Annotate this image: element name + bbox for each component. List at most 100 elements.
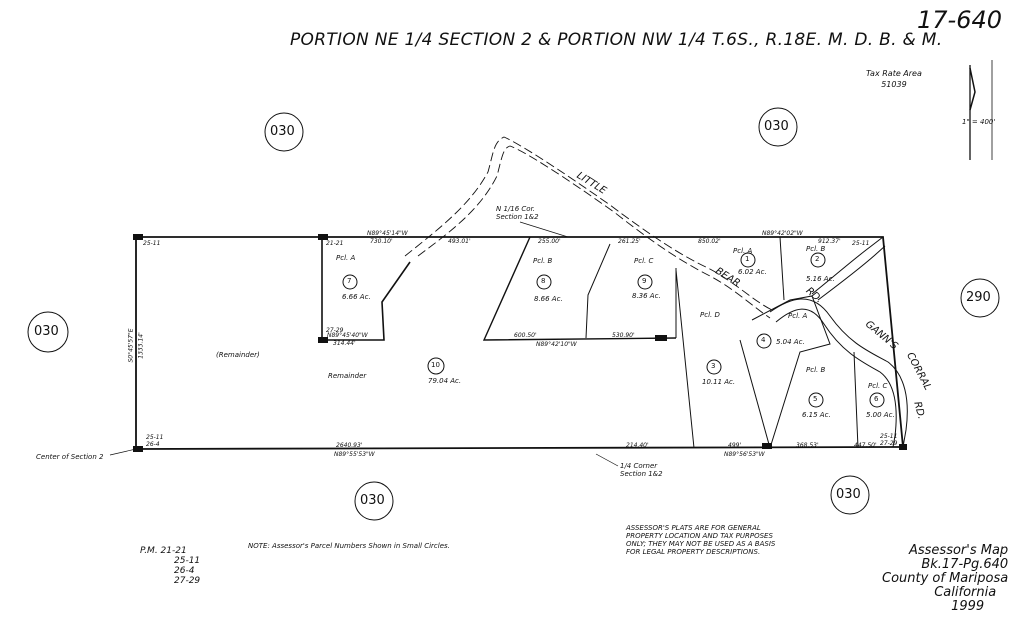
parcel-10-number: 10 [431,361,440,369]
scale-label: 1" = 400' [962,118,996,126]
book-number-w: 030 [34,324,59,339]
book-number-e: 290 [966,290,991,305]
pm-references: P.M. 21-21 25-11 26-4 27-29 [140,546,200,586]
ref-bl-1: 25-11 [146,434,164,441]
assessor-line-3: County of Mariposa [882,571,1009,586]
disclaimer-line-4: FOR LEGAL PROPERTY DESCRIPTIONS. [626,548,761,556]
dim-mid-bearing: N89°42'10"W [536,341,577,348]
little-bear-road-left [404,136,773,311]
parcel-8-pcl: Pcl. B [533,257,553,265]
dim-top-bearing: N89°45'14"W [367,230,408,237]
ref-p7-bot: 27-29 [326,327,344,334]
parcel-3-number: 3 [711,362,716,370]
dim-bottom-6: 447.50' [854,442,877,449]
parcel-d-pcl: Pcl. D [700,311,720,319]
parcel-3-acres: 10.11 Ac. [702,378,736,386]
parcel-7-acres: 6.66 Ac. [342,293,371,301]
little-bear-road-right [417,145,771,319]
rd-east-branch-edge [817,245,886,301]
parcel-5-number: 5 [813,395,818,403]
rd-east-branch [811,236,884,295]
remainder-label: (Remainder) [216,351,260,359]
disclaimer-line-1: ASSESSOR'S PLATS ARE FOR GENERAL [626,524,761,532]
ref-tr: 25-11 [852,240,870,247]
disclaimer-line-3: ONLY; THEY MAY NOT BE USED AS A BASIS [626,540,776,548]
parcel-9-acres: 8.36 Ac. [632,292,661,300]
dim-mid-3: 600.50' [514,332,537,339]
n16-corner: N 1/16 Cor. [496,205,536,213]
ref-bl-2: 26-4 [146,441,160,448]
parcel-2-acres: 5.16 Ac. [806,275,835,283]
parcel-9-number: 9 [642,277,647,285]
disclaimer-line-2: PROPERTY LOCATION AND TAX PURPOSES [626,532,773,540]
dim-bottom-bearing-2: N89°56'53"W [724,451,765,458]
map-title: PORTION NE 1/4 SECTION 2 & PORTION NW 1/… [290,30,943,50]
dim-bottom-1: 2640.93' [336,442,363,449]
parcel-4-line [751,295,831,449]
book-number-ne: 030 [764,119,789,134]
quarter-corner: 1/4 Corner [620,462,658,470]
dim-top-1: 730.10' [370,238,393,245]
assessor-line-4: California [934,585,997,600]
pm-ref-3: 26-4 [174,566,195,576]
quarter-corner-sec: Section 1&2 [620,470,663,478]
book-number-nw: 030 [270,124,295,139]
tax-rate-area: Tax Rate Area 51039 [866,68,922,90]
ref-br-1: 25-11 [880,433,898,440]
dim-mid-2: 530.90' [612,332,635,339]
ref-p7-top: 21-21 [326,240,344,247]
assessor-block: Assessor's Map Bk.17-Pg.640 County of Ma… [882,544,1008,614]
parcel-7-number: 7 [347,277,352,285]
parcel-1-2-divider [779,236,785,301]
parcel-number-note: NOTE: Assessor's Parcel Numbers Shown in… [248,542,450,550]
ref-br-2: 27-29 [880,440,898,447]
assessor-line-1: Assessor's Map [908,543,1009,558]
tax-rate-value: 51039 [881,80,907,89]
parcel-3-east [739,339,771,449]
dim-bottom-5: 368.53' [796,442,819,449]
parcel-6-number: 6 [874,395,879,403]
dim-top-2: 493.01' [448,238,471,245]
parcel-1-number: 1 [745,255,750,263]
parcel-2-number: 2 [815,255,820,263]
parcel-10-pcl: Remainder [328,372,367,380]
parcel-4-acres: 5.04 Ac. [776,338,805,346]
parcel-1-pcl: Pcl. A [733,247,753,255]
ganns-corral-road-edge [775,308,897,448]
dim-bottom-2: 214.40' [626,442,649,449]
n16-corner-sec: Section 1&2 [496,213,539,221]
dim-p7-length: 314.44' [333,340,356,347]
parcel-6-acres: 5.00 Ac. [866,411,895,419]
dim-bottom-3: 499' [728,442,742,449]
book-number-sw: 030 [360,493,385,508]
parcel-3-west [675,269,695,449]
parcel-5-pcl: Pcl. B [806,366,826,374]
dim-top-5: 850.02' [698,238,721,245]
disclaimer: ASSESSOR'S PLATS ARE FOR GENERAL PROPERT… [626,524,775,556]
parcel-8-number: 8 [541,277,546,285]
assessor-line-5: 1999 [951,599,985,614]
parcel-1-acres: 6.02 Ac. [738,268,767,276]
parcel-8-acres: 8.66 Ac. [534,295,563,303]
dim-p7-bearing: N89°45'40"W [327,332,368,339]
pm-ref-2: 25-11 [174,556,201,566]
parcel-5-6-divider [853,351,859,449]
dim-top-4: 261.25' [618,238,641,245]
center-of-section: Center of Section 2 [36,453,104,461]
parcel-6-pcl: Pcl. C [868,382,888,390]
book-number-se: 030 [836,487,861,502]
pm-ref-1: P.M. 21-21 [140,546,187,556]
dim-top-bearing-2: N89°42'02"W [762,230,803,237]
dim-left-bearing: S0°45'57"E [127,328,135,363]
map-number: 17-640 [917,6,1003,34]
parcel-8-9-divider [585,243,611,339]
ref-tl: 25-11 [143,240,161,247]
dim-left-length: 1333.14' [137,332,145,359]
parcel-7-pcl: Pcl. A [336,254,356,262]
parcel-10-acres: 79.04 Ac. [428,377,462,385]
dim-top-7: 912.37' [818,238,841,245]
pm-ref-4: 27-29 [174,576,201,586]
dim-top-3: 255.00' [538,238,561,245]
assessor-line-2: Bk.17-Pg.640 [921,557,1009,572]
dim-bottom-bearing: N89°55'53"W [334,451,375,458]
